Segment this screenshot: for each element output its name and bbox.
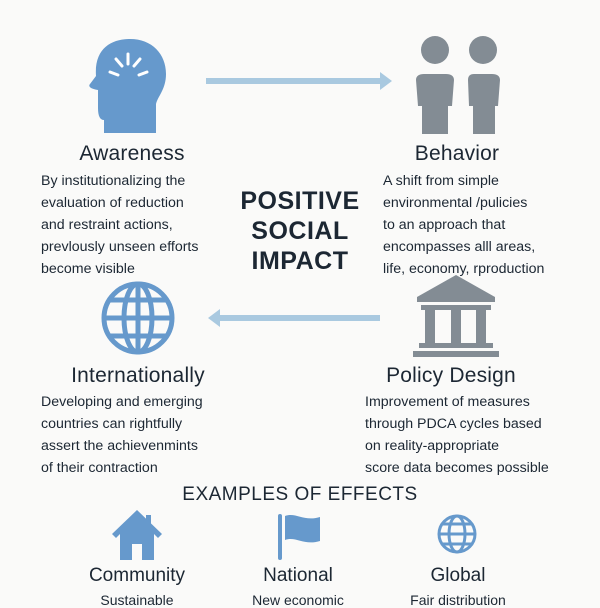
arrow-right-icon <box>206 72 392 90</box>
behavior-text: A shift from simple environmental /pulic… <box>383 173 545 277</box>
policy-title: Policy Design <box>386 364 516 387</box>
example-label-global: Global <box>430 565 486 586</box>
example-label-community: Community <box>88 565 186 586</box>
example-sub-global: Fair distribution <box>410 592 506 608</box>
arrow-left-icon <box>208 309 380 327</box>
awareness-title: Awareness <box>79 142 185 165</box>
center-title: POSITIVE SOCIAL IMPACT <box>240 187 360 275</box>
example-sub-community: Sustainable <box>100 592 174 608</box>
awareness-text: By institutionalizing the evaluation of … <box>41 173 199 277</box>
house-icon <box>112 510 162 560</box>
head-icon <box>89 39 166 133</box>
globe-icon <box>437 514 477 554</box>
internationally-text: Developing and emerging countries can ri… <box>41 394 203 476</box>
internationally-title: Internationally <box>71 364 205 387</box>
example-sub-national: New economic <box>252 592 344 608</box>
building-icon <box>413 275 499 357</box>
people-icon <box>416 36 500 134</box>
policy-text: Improvement of measures through PDCA cyc… <box>365 394 549 476</box>
example-label-national: National <box>263 565 333 586</box>
behavior-title: Behavior <box>414 142 500 165</box>
examples-title: EXAMPLES OF EFFECTS <box>182 484 418 505</box>
flag-icon <box>278 514 320 560</box>
globe-icon <box>101 281 175 355</box>
